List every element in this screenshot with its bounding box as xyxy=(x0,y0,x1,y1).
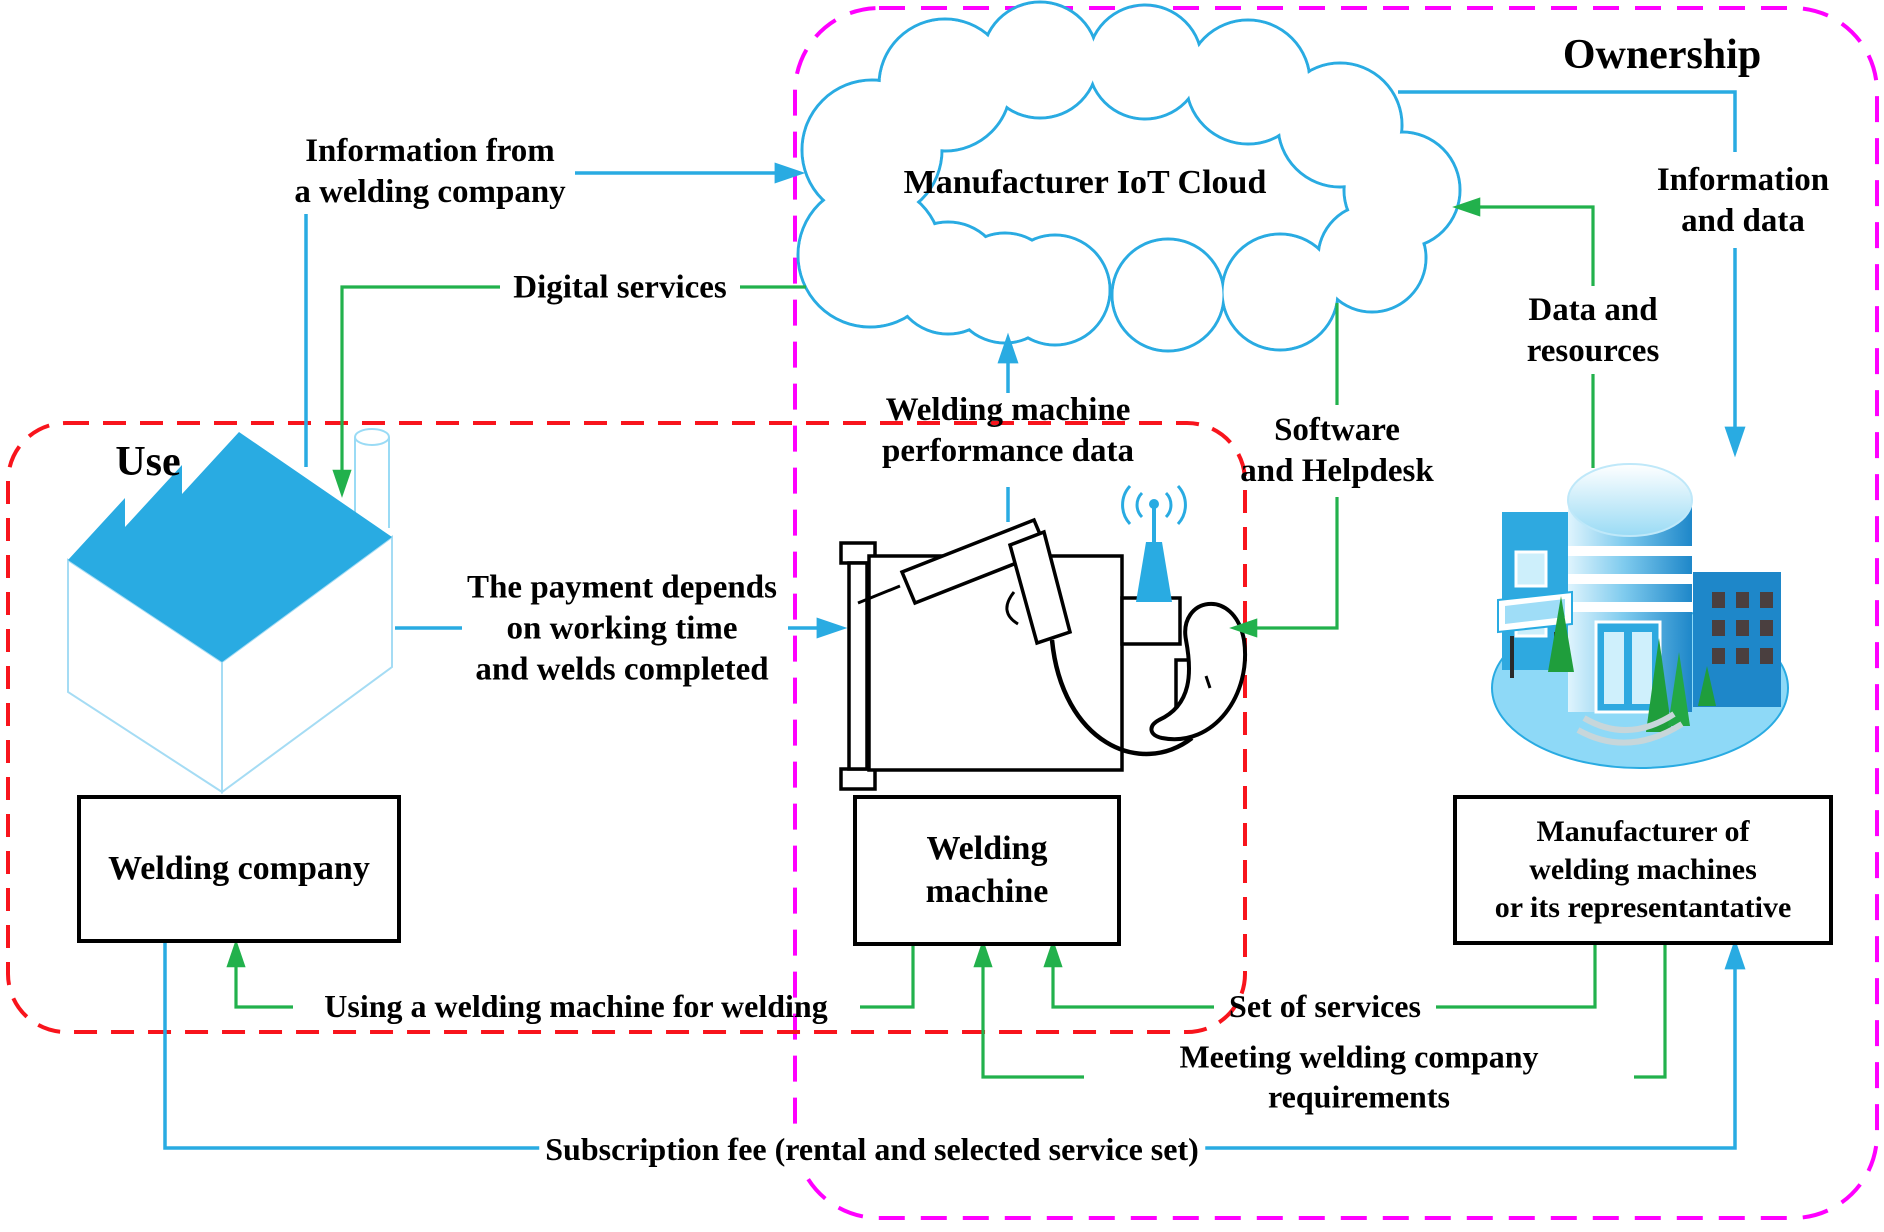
iot-cloud-shape xyxy=(796,0,1462,353)
line-cloud-information-data xyxy=(1398,90,1737,152)
flow-label-meeting-requirements: Meeting welding company requirements xyxy=(1179,1038,1539,1114)
arrow-data-resources-to-cloud xyxy=(1452,197,1595,286)
line-subscription-left xyxy=(163,936,588,1150)
flow-label-software-helpdesk: Software and Helpdesk xyxy=(1240,412,1434,489)
arrow-software-to-machine xyxy=(1229,497,1339,638)
arrow-meeting-to-machine xyxy=(973,939,1084,1079)
flow-label-subscription-fee: Subscription fee (rental and selected se… xyxy=(539,1130,1205,1170)
torch-cable xyxy=(1049,639,1194,757)
factory-icon xyxy=(67,428,393,794)
torch-holder-hook xyxy=(1149,601,1248,742)
welding-machine-label: Welding machine xyxy=(925,830,1049,910)
welding-machine-icon xyxy=(839,484,1248,791)
use-region-title: Use xyxy=(115,438,181,485)
flow-label-information-data: Information and data xyxy=(1656,162,1830,239)
flow-label-set-of-services: Set of services xyxy=(1229,988,1421,1025)
welding-machine-box: Welding machine xyxy=(853,795,1121,946)
arrow-subscription-to-manufacturer xyxy=(1162,938,1746,1150)
line-meeting-from-manufacturer xyxy=(1634,938,1667,1079)
flow-label-using-machine: Using a welding machine for welding xyxy=(324,988,828,1025)
arrow-digital-services-to-factory xyxy=(332,285,500,498)
flow-label-digital-services: Digital services xyxy=(513,269,727,306)
line-using-from-machine xyxy=(860,939,915,1009)
manufacturer-label: Manufacturer of welding machines or its … xyxy=(1494,814,1792,925)
office-building-icon xyxy=(1491,463,1789,769)
flow-label-performance-data: Welding machine performance data xyxy=(881,392,1135,469)
manufacturer-box: Manufacturer of welding machines or its … xyxy=(1453,795,1833,945)
cloud-label: Manufacturer IoT Cloud xyxy=(903,163,1267,201)
ownership-region-title: Ownership xyxy=(1562,31,1762,78)
welding-company-box: Welding company xyxy=(77,795,401,943)
line-set-services-from-manufacturer xyxy=(1436,938,1597,1009)
wireless-antenna-icon xyxy=(1121,484,1187,602)
arrow-set-services-to-machine xyxy=(1043,939,1214,1009)
use-region-border xyxy=(6,421,1247,1034)
ownership-region-border xyxy=(793,6,1879,1220)
flow-label-payment: The payment depends on working time and … xyxy=(467,569,777,688)
arrow-using-to-company xyxy=(226,939,293,1009)
flow-label-information-from: Information from a welding company xyxy=(294,133,566,210)
flow-label-data-resources: Data and resources xyxy=(1526,292,1660,369)
welding-company-label: Welding company xyxy=(108,850,370,887)
